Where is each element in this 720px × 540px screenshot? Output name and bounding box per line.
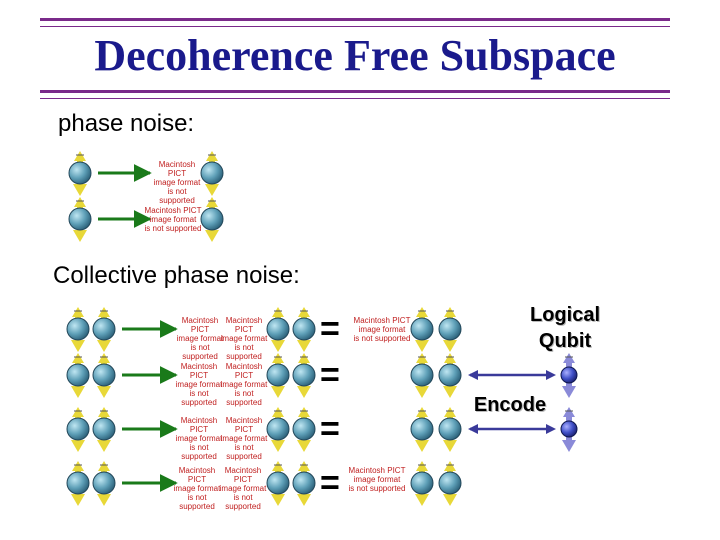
phase-noise-label: phase noise: (58, 110, 195, 137)
spin-icon (200, 151, 224, 196)
spin-icon (266, 461, 290, 506)
collective-phase-noise-label: Collective phase noise: (53, 262, 300, 289)
logical-qubit-spin-icon (560, 407, 578, 452)
spin-icon (292, 407, 316, 452)
spin-icon (68, 151, 92, 196)
equals-sign-3: = (320, 410, 340, 448)
spin-icon (266, 407, 290, 452)
spin-icon (292, 461, 316, 506)
spin-icon (66, 407, 90, 452)
spin-icon (438, 461, 462, 506)
spin-icon (410, 407, 434, 452)
spin-icon (92, 407, 116, 452)
encode-arrow-1 (468, 370, 556, 380)
spin-icon (92, 307, 116, 352)
spin-icon (410, 461, 434, 506)
spin-icon (66, 307, 90, 352)
logical-qubit-spin-icon (560, 353, 578, 398)
encode-label: Encode (473, 394, 547, 416)
spin-icon (92, 353, 116, 398)
spin-icon (266, 353, 290, 398)
spin-icon (92, 461, 116, 506)
spin-icon (292, 353, 316, 398)
spin-icon (438, 353, 462, 398)
spin-icon (266, 307, 290, 352)
spin-icon (200, 197, 224, 242)
title-rule (40, 90, 670, 99)
spin-icon (410, 353, 434, 398)
spin-icon (438, 307, 462, 352)
spin-icon (68, 197, 92, 242)
spin-icon (66, 353, 90, 398)
spin-icon (438, 407, 462, 452)
spin-icon (292, 307, 316, 352)
top-rule (40, 18, 670, 27)
spin-icon (410, 307, 434, 352)
equals-sign-4: = (320, 464, 340, 502)
encode-arrow-2 (468, 424, 556, 434)
spin-icon (66, 461, 90, 506)
slide-title: Decoherence Free Subspace (94, 31, 616, 80)
equals-sign-2: = (320, 356, 340, 394)
equals-sign-1: = (320, 310, 340, 348)
